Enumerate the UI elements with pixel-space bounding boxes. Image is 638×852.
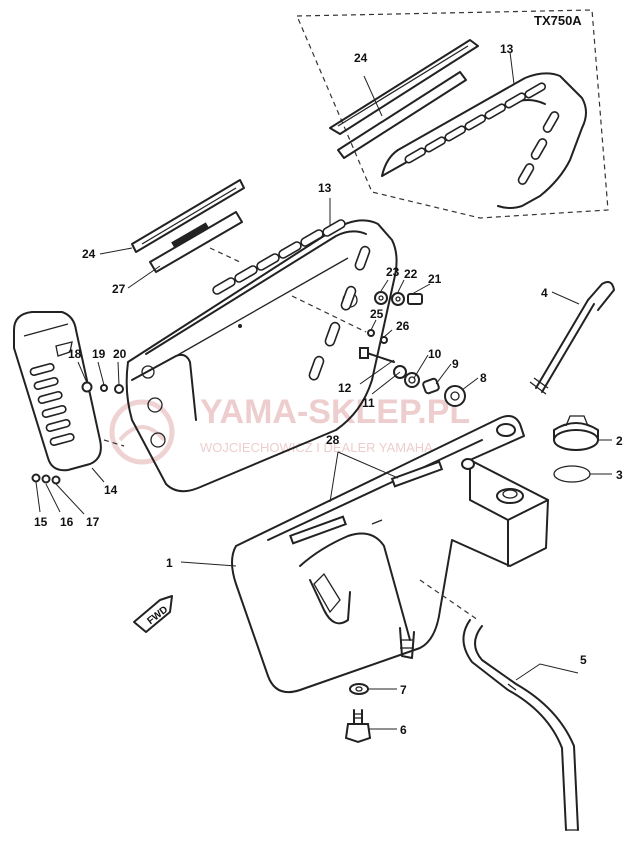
callout-22: 22: [404, 267, 418, 281]
callout-13-inset: 13: [500, 42, 514, 56]
callout-14: 14: [104, 483, 118, 497]
callout-1: 1: [166, 556, 173, 570]
callout-24-main: 24: [82, 247, 96, 261]
watermark-sub: WOJCIECHOWICZ I DEALER YAMAHA: [200, 440, 433, 455]
callout-21: 21: [428, 272, 442, 286]
callout-7: 7: [400, 683, 407, 697]
oil-tank-1: [231, 415, 549, 694]
callout-13-main: 13: [318, 181, 332, 195]
watermark: YAMA-SKLEP.PL WOJCIECHOWICZ I DEALER YAM…: [109, 393, 470, 465]
drain-bolt-6: [344, 709, 372, 744]
callout-19: 19: [92, 347, 106, 361]
side-cover-vent-slots: [212, 219, 371, 381]
callout-16: 16: [60, 515, 74, 529]
callout-2: 2: [616, 434, 623, 448]
ornament-slots: [29, 362, 75, 446]
dipstick-4: [529, 281, 615, 395]
leader-lines: [35, 51, 612, 730]
callout-10: 10: [428, 347, 442, 361]
callout-9: 9: [452, 357, 459, 371]
callout-15: 15: [34, 515, 48, 529]
callout-12: 12: [338, 381, 352, 395]
callout-25: 25: [370, 307, 384, 321]
tx750a-inset: TX750A: [296, 9, 609, 219]
hose-5: [462, 619, 579, 831]
assembly-lines: [103, 247, 479, 621]
fwd-label: FWD: [145, 604, 170, 627]
callout-11: 11: [362, 396, 375, 410]
callout-24-inset: 24: [354, 51, 368, 65]
o-ring-3: [553, 465, 591, 483]
callout-numbers: 1 2 3 4 5 6 7 8 9 10 11 12 13 13 14 15 1…: [34, 42, 623, 737]
callout-26: 26: [396, 319, 410, 333]
callout-5: 5: [580, 653, 587, 667]
side-cover-13: [125, 219, 398, 493]
callout-28: 28: [326, 433, 340, 447]
callout-6: 6: [400, 723, 407, 737]
hardware-small: [31, 291, 466, 485]
ornament-14: [13, 311, 102, 472]
callout-23: 23: [386, 265, 400, 279]
oil-cap-2: [553, 415, 599, 451]
inset-vent-slots: [404, 82, 560, 185]
callout-4: 4: [541, 286, 548, 300]
callout-27: 27: [112, 282, 126, 296]
callout-8: 8: [480, 371, 487, 385]
callout-18: 18: [68, 347, 82, 361]
model-label: TX750A: [534, 13, 582, 28]
watermark-main: YAMA-SKLEP.PL: [200, 393, 470, 431]
fwd-arrow: FWD: [133, 595, 173, 633]
washer-7: [349, 683, 369, 695]
callout-3: 3: [616, 468, 623, 482]
callout-17: 17: [86, 515, 100, 529]
emblem-24-27: [131, 179, 245, 273]
callout-20: 20: [113, 347, 127, 361]
